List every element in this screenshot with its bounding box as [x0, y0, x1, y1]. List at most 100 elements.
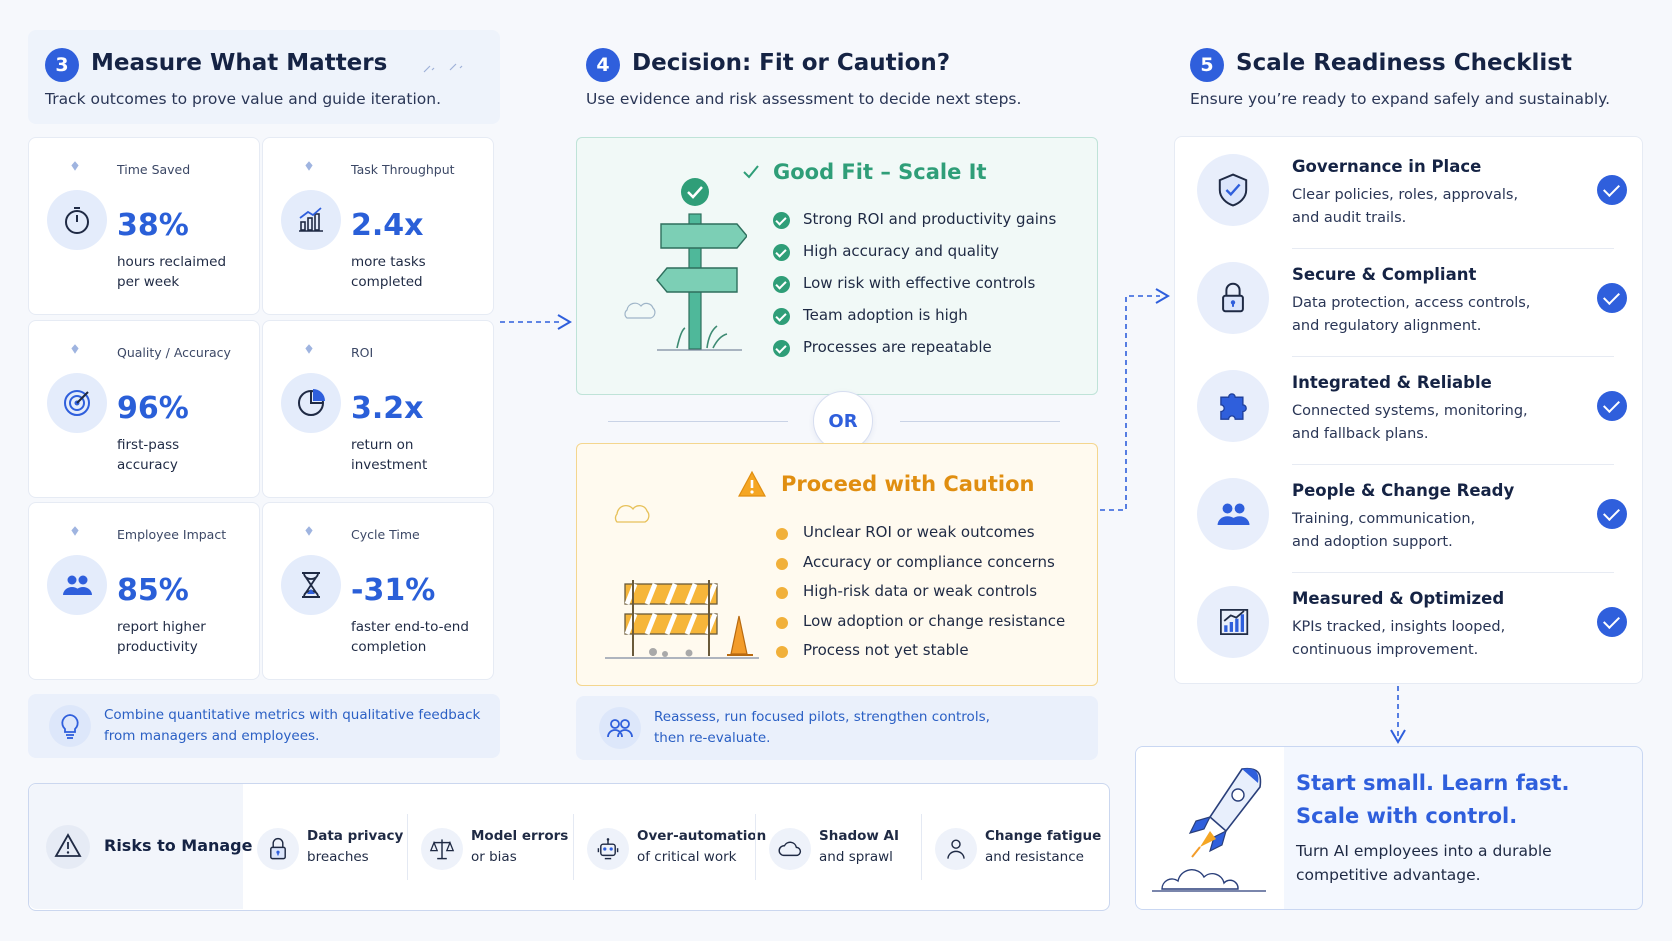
good-fit-item-text: Processes are repeatable: [803, 338, 992, 356]
risk-icon-circle: [587, 828, 629, 870]
risk-item: Shadow AI and sprawl: [769, 824, 929, 870]
caution-item: Accuracy or compliance concerns: [773, 553, 1065, 583]
section3-header: 3 Measure What Matters Track outcomes to…: [45, 48, 485, 118]
growth-chart-icon: [1220, 609, 1249, 635]
checklist-divider: [1292, 464, 1614, 465]
risk-icon-circle: [257, 828, 299, 870]
checklist-item-title: People & Change Ready: [1292, 481, 1515, 500]
risk-item-detail: or bias: [471, 849, 517, 865]
orange-dot-icon: [776, 587, 788, 599]
cloud-icon: [778, 841, 802, 857]
pie-chart-icon: [298, 389, 325, 416]
risk-item-title: Change fatigue: [985, 828, 1102, 844]
checklist-icon-circle: [1197, 154, 1269, 226]
puzzle-icon: [1220, 393, 1247, 420]
metric-description-line1: first-pass: [117, 437, 180, 453]
checklist-item-description: Connected systems, monitoring,and fallba…: [1292, 400, 1542, 446]
or-badge: OR: [813, 391, 873, 451]
metric-icon-circle: [281, 373, 341, 433]
risk-item: Model errors or bias: [421, 824, 581, 870]
metrics-tip-line1: Combine quantitative metrics with qualit…: [104, 707, 481, 723]
section3-header-bg: [28, 30, 500, 124]
cta-headline-line1: Start small. Learn fast.: [1296, 771, 1570, 795]
risk-item-detail: breaches: [307, 849, 369, 865]
cta-body-line1: Turn AI employees into a durable: [1296, 842, 1552, 860]
checklist-divider: [1292, 248, 1614, 249]
checkmark-badge-icon: [1597, 607, 1627, 637]
metric-description-line2: accuracy: [117, 457, 178, 473]
team-icon: [599, 707, 641, 749]
metrics-tip-text: Combine quantitative metrics with qualit…: [104, 705, 480, 747]
caution-item-text: Unclear ROI or weak outcomes: [803, 523, 1035, 541]
risk-separator: [755, 814, 756, 880]
checklist-item-description: Training, communication, and adoption sup…: [1292, 508, 1542, 554]
checklist-item-line1: Connected systems, monitoring,: [1292, 403, 1528, 419]
pin-icon: [305, 526, 313, 536]
risk-item-detail: and resistance: [985, 849, 1084, 865]
checklist-item-description: Data protection, access controls,and reg…: [1292, 292, 1542, 338]
warning-triangle-icon: [46, 825, 90, 869]
risk-separator: [407, 814, 408, 880]
metric-description-line2: completed: [351, 274, 423, 290]
checklist-item-line2: continuous improvement.: [1292, 642, 1479, 658]
metric-description-line1: more tasks: [351, 254, 426, 270]
or-divider-left: [608, 421, 788, 422]
cta-illustration-area: [1136, 747, 1284, 909]
good-fit-item: Strong ROI and productivity gains: [773, 210, 1056, 242]
risks-title: Risks to Manage: [104, 836, 253, 855]
stopwatch-icon: [65, 207, 89, 234]
or-divider-right: [900, 421, 1060, 422]
metric-description-line2: investment: [351, 457, 428, 473]
check-mark-icon: [743, 165, 759, 179]
checklist-item-title: Measured & Optimized: [1292, 589, 1505, 608]
bar-chart-icon: [299, 207, 323, 232]
caution-item-text: Accuracy or compliance concerns: [803, 552, 1055, 571]
checkmark-badge-icon: [1597, 499, 1627, 529]
roadblock-illustration: [605, 505, 759, 659]
risk-icon-circle: [935, 828, 977, 870]
checkmark-badge-icon: [1597, 391, 1627, 421]
risk-item-title: Shadow AI: [819, 828, 900, 844]
good-fit-item-text: High accuracy and quality: [803, 242, 999, 260]
risk-item-detail: of critical work: [637, 849, 737, 865]
risk-item-detail: and sprawl: [819, 849, 893, 865]
lock-icon: [1222, 282, 1244, 313]
caution-item-text: Low adoption or change resistance: [803, 611, 1066, 630]
metric-description-line1: report higher: [117, 619, 206, 635]
flow-arrow-right-2: [1100, 288, 1170, 511]
people-icon: [1217, 503, 1250, 525]
checklist-item-line1: Training, communication,: [1292, 511, 1476, 527]
risk-separator: [921, 814, 922, 880]
shield-icon: [1218, 173, 1248, 207]
caution-panel: Proceed with Caution Unclear ROI or weak…: [576, 443, 1098, 686]
checklist-item-line1: Data protection, access controls,: [1292, 295, 1531, 311]
checklist-icon-circle: [1197, 586, 1269, 658]
metric-description-line2: per week: [117, 274, 180, 290]
risk-item: Change fatigue and resistance: [935, 824, 1101, 870]
checkmark-badge-icon: [1597, 283, 1627, 313]
risk-separator: [573, 814, 574, 880]
metric-icon-circle: [281, 555, 341, 615]
caution-title: Proceed with Caution: [781, 472, 1035, 496]
hourglass-icon: [302, 572, 320, 598]
metric-icon-circle: [47, 190, 107, 250]
section5-number-badge: 5: [1190, 48, 1224, 82]
person-icon: [947, 839, 965, 859]
signpost-illustration: [624, 178, 747, 351]
risk-item-text: Change fatigue and resistance: [985, 826, 1101, 868]
check-circle-icon: [773, 212, 790, 229]
metric-label: Time Saved: [117, 162, 191, 177]
checklist-divider: [1292, 572, 1614, 573]
good-fit-title: Good Fit – Scale It: [773, 160, 987, 184]
section5-title: Scale Readiness Checklist: [1236, 50, 1572, 76]
lightbulb-icon: [49, 705, 91, 747]
risk-item-title: Model errors: [471, 828, 569, 844]
checklist-item-line2: and adoption support.: [1292, 534, 1453, 550]
